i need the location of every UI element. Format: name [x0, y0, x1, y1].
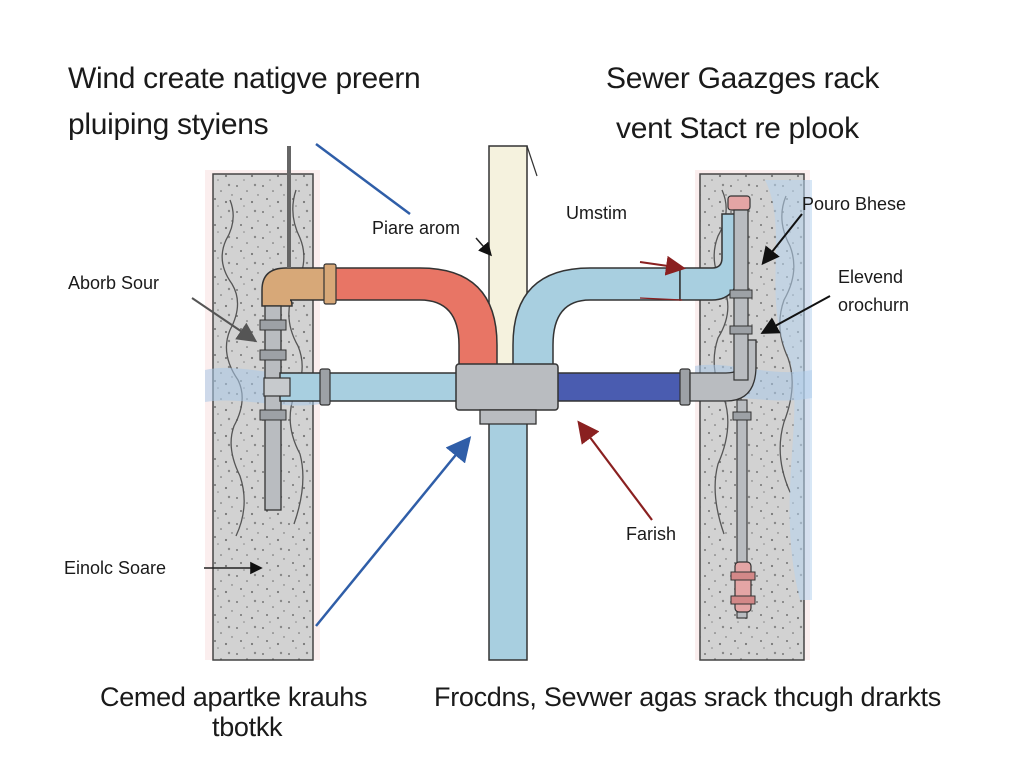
arrow-blue-diagonal — [315, 436, 472, 627]
tan-elbow-fitting — [261, 267, 331, 307]
horizontal-dark-blue-pipe — [555, 372, 683, 402]
label-piare-arom: Piare arom — [372, 218, 461, 238]
right-riser-cap — [727, 195, 751, 211]
arrow-elevend — [760, 295, 831, 334]
tee-fitting — [455, 363, 559, 411]
label-einolc-soare: Einolc Soare — [64, 558, 167, 578]
vent-stack-edge — [526, 145, 538, 177]
label-umstim: Umstim — [566, 203, 627, 223]
title-left-line1: Wind create natigve preern — [68, 62, 421, 95]
left-wall-pipe-band — [259, 319, 287, 331]
arrow-pouro-bhese — [761, 213, 803, 266]
arrow-piare-arom — [475, 237, 492, 257]
left-wall-pipe-band — [259, 349, 287, 361]
red-leak-band — [730, 571, 756, 581]
arrow-title-to-stack — [315, 142, 411, 216]
title-right-line1: Sewer Gaazges rack — [606, 62, 880, 95]
left-wall-pipe — [264, 305, 282, 511]
label-orochurn: orochurn — [838, 295, 910, 315]
red-leak-band — [730, 595, 756, 605]
red-elbow-pipe — [329, 267, 498, 367]
right-wall-pipe-band — [729, 325, 753, 335]
label-pouro-bhese: Pouro Bhese — [802, 194, 907, 214]
water-seepage-right-vertical — [765, 180, 812, 600]
horizontal-light-blue-pipe — [279, 372, 461, 402]
wall-crack — [221, 199, 245, 537]
right-coupling — [679, 368, 691, 406]
wall-crack — [288, 189, 305, 525]
label-farish: Farish — [626, 524, 677, 544]
title-left-line2: pluiping styiens — [68, 108, 269, 141]
title-right-line2: vent Stact re plook — [616, 112, 859, 145]
label-elevend: Elevend — [838, 267, 904, 287]
right-wall-pipe-band — [729, 289, 753, 299]
drain-stack-lower — [488, 411, 528, 661]
caption-right: Frocdns, Sevwer agas srack thcugh drarkt… — [434, 682, 941, 712]
arrow-abort-sour — [191, 297, 258, 343]
tan-coupling — [323, 263, 337, 305]
arrow-farish — [577, 420, 653, 521]
wall-crack — [713, 189, 729, 535]
arrow-umstim-lower — [639, 297, 683, 301]
caption-left-line2: tbotkk — [212, 712, 283, 742]
right-wall-pipe-band — [732, 411, 752, 421]
label-abort-sour: Aborb Sour — [68, 273, 160, 293]
tee-fitting-neck — [479, 409, 537, 425]
blue-elbow-pipe — [512, 267, 681, 367]
left-gray-joint — [263, 377, 291, 397]
left-wall-pipe-band — [259, 409, 287, 421]
right-wall-pipe-lower — [736, 399, 748, 619]
left-coupling — [319, 368, 331, 406]
arrow-umstim — [639, 255, 686, 276]
concrete-wall-left — [212, 173, 314, 661]
caption-left-line1: Cemed apartke krauhs — [100, 682, 368, 712]
